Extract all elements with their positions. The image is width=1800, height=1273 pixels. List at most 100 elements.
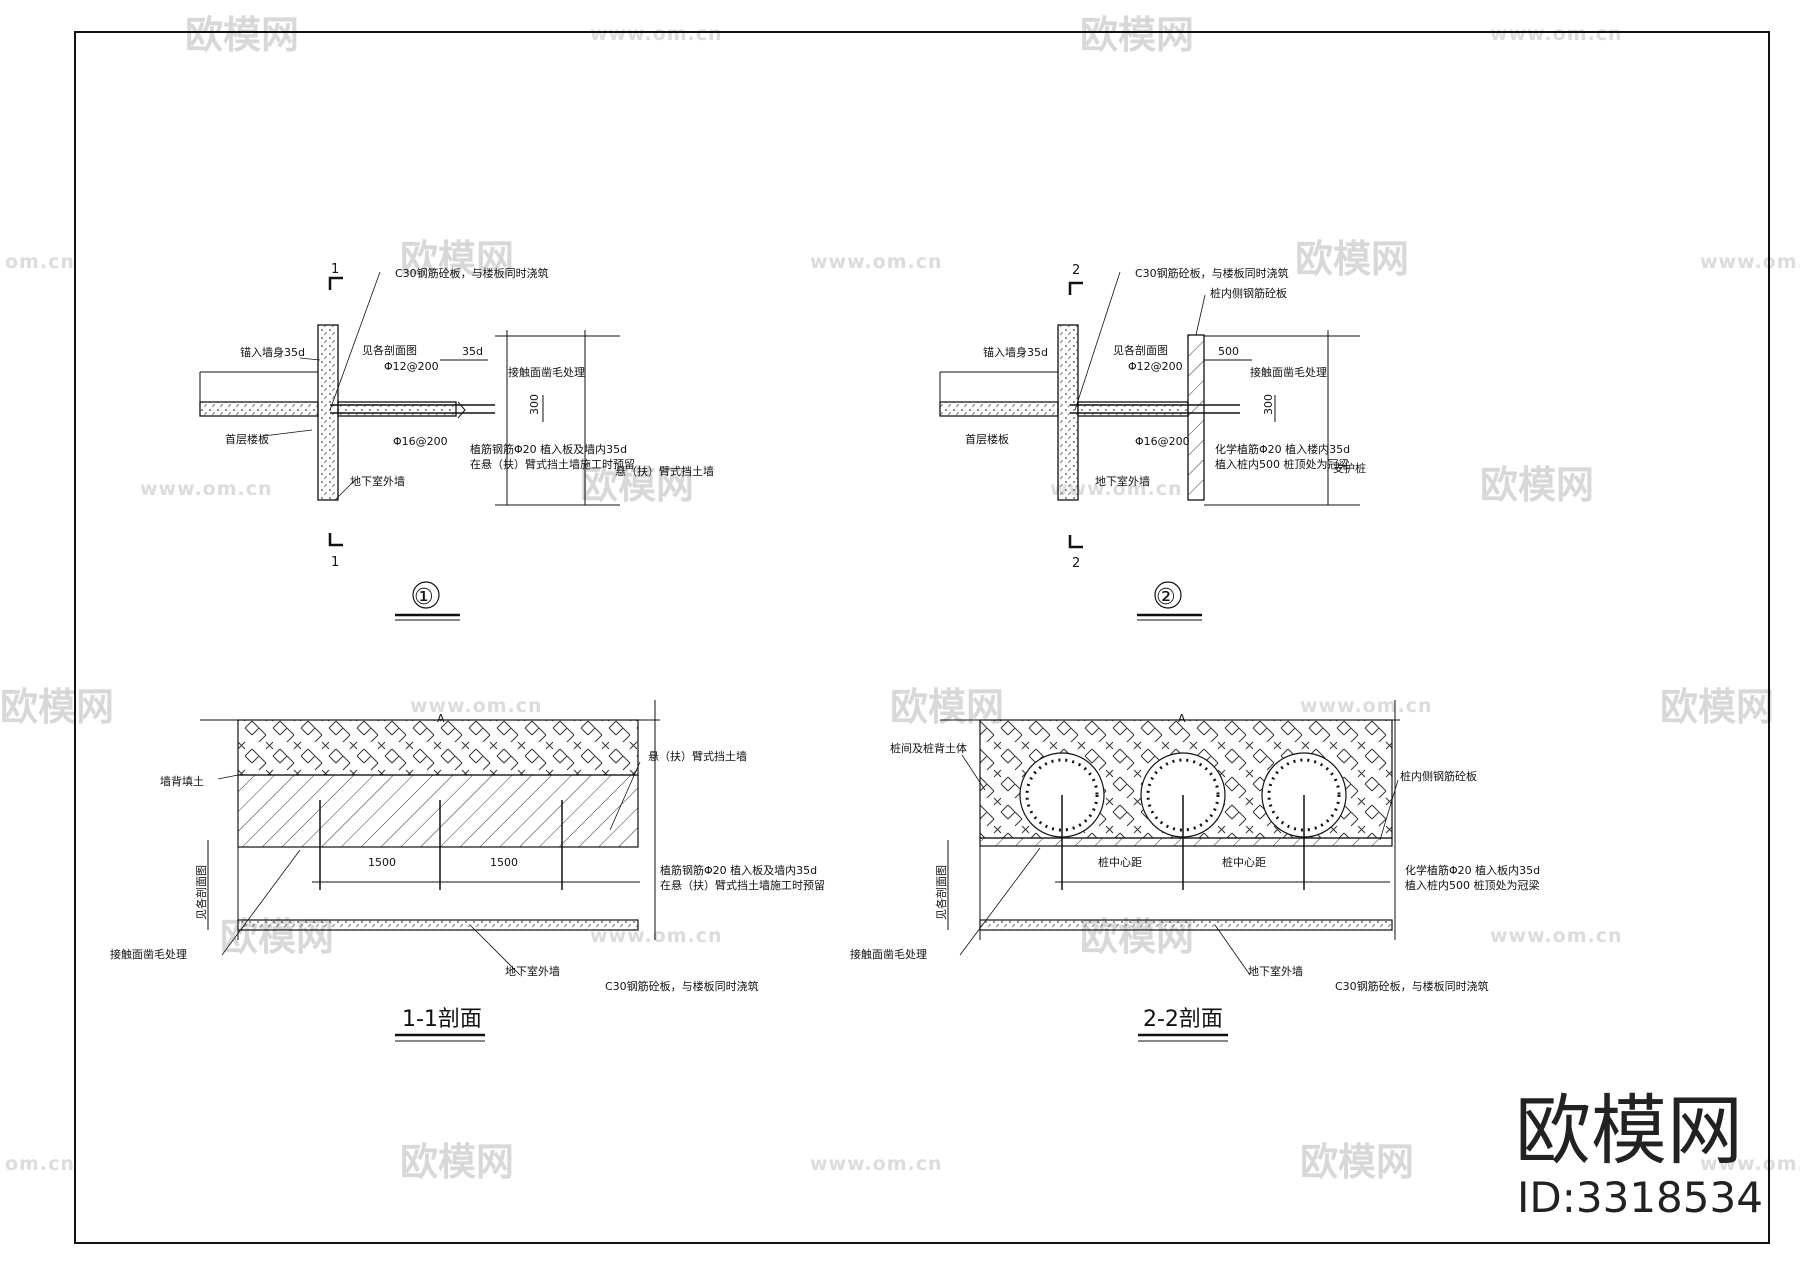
drawing-border [74, 31, 1770, 1244]
dim-500: 500 [1218, 345, 1239, 358]
label-c30-slab: C30钢筋砼板，与楼板同时浇筑 [605, 979, 759, 993]
section-1-1: 1500 1500 A 见各剖面图 墙背填土 悬（扶）臂式挡土墙 植筋钢筋Φ20… [110, 700, 825, 1042]
watermark-brand: 欧模网 [1480, 463, 1594, 507]
backfill-zone [237, 719, 639, 776]
watermark-brand: 欧模网 [1080, 13, 1194, 57]
c30-slab [979, 919, 1393, 931]
label-rebar-bottom: Φ16@200 [393, 435, 448, 448]
label-rebar-top: Φ12@200 [1128, 360, 1183, 373]
label-interface: 接触面凿毛处理 [110, 947, 187, 961]
stamp-brand: 欧模网 [1515, 1086, 1743, 1175]
label-anchor-wall: 锚入墙身35d [983, 345, 1048, 359]
label-basement-wall: 地下室外墙 [1095, 474, 1150, 488]
dim-300: 300 [528, 394, 541, 415]
watermark-brand: 欧模网 [0, 685, 114, 729]
watermark-layer: 欧模网欧模网欧模网欧模网欧模网欧模网欧模网欧模网欧模网欧模网欧模网欧模网欧模网w… [0, 13, 1800, 1184]
label-basement-wall: 地下室外墙 [350, 474, 405, 488]
dim-1500-b: 1500 [490, 856, 518, 869]
marker-a: A [1178, 712, 1186, 725]
label-rebar-top: Φ12@200 [384, 360, 439, 373]
label-plant-rebar-1: 植筋钢筋Φ20 植入板及墙内35d [660, 863, 817, 877]
label-basement-wall: 地下室外墙 [505, 964, 560, 978]
label-see-section: 见各剖面图 [362, 343, 417, 357]
watermark-url: www.om.cn [810, 1153, 943, 1175]
watermark-brand: 欧模网 [580, 463, 694, 507]
label-pile-spacing-b: 桩中心距 [1222, 855, 1266, 869]
label-c30-slab: C30钢筋砼板，与楼板同时浇筑 [1335, 979, 1489, 993]
label-pile-spacing-a: 桩中心距 [1098, 855, 1142, 869]
watermark-url-partial: om.cn [5, 251, 75, 273]
detail-1-number: ① [414, 585, 434, 610]
watermark-url: www.om.cn [140, 478, 273, 500]
watermark-url: www.om.cn [1490, 23, 1623, 45]
pile-inner-slab [1187, 334, 1205, 501]
label-plant-rebar-1: 化学植筋Φ20 植入板内35d [1405, 863, 1540, 877]
cut-mark-1-bottom: 1 [331, 555, 339, 570]
section-2-2: 桩中心距 桩中心距 A 见各剖面图 桩间及桩背土体 桩内侧钢筋砼板 化学植筋Φ2… [850, 700, 1540, 1042]
dim-35d: 35d [462, 345, 483, 358]
watermark-brand: 欧模网 [185, 13, 299, 57]
label-interface: 接触面凿毛处理 [1250, 365, 1327, 379]
label-pile-slab: 桩内侧钢筋砼板 [1400, 769, 1477, 783]
label-plant-rebar-2: 在悬（扶）臂式挡土墙施工时预留 [470, 457, 635, 471]
label-anchor-wall: 锚入墙身35d [240, 345, 305, 359]
pile-slab-band [979, 837, 1393, 847]
stamp-id: ID:3318534 [1517, 1173, 1763, 1222]
watermark-brand: 欧模网 [1660, 685, 1774, 729]
label-first-floor: 首层楼板 [225, 432, 269, 446]
label-support-pile: 支护桩 [1333, 461, 1366, 475]
retaining-wall-zone [237, 774, 639, 848]
label-pile-soil: 桩间及桩背土体 [890, 741, 967, 755]
cut-mark-2-top: 2 [1072, 263, 1080, 278]
first-floor-slab [199, 401, 319, 417]
section-2-2-title: 2-2剖面 [1143, 1007, 1223, 1032]
watermark-url-partial: om.cn [5, 1153, 75, 1175]
c30-slab [237, 919, 639, 931]
dim-1500-a: 1500 [368, 856, 396, 869]
label-backfill: 墙背填土 [160, 774, 204, 788]
label-interface: 接触面凿毛处理 [850, 947, 927, 961]
label-retaining-wall: 悬（扶）臂式挡土墙 [648, 749, 747, 763]
watermark-url: www.om.cn [1700, 1153, 1800, 1175]
detail-1: 1 1 300 35d C30钢筋砼板，与楼板同时浇筑 锚入墙身35d 见各剖面… [199, 262, 714, 621]
marker-a: A [437, 712, 445, 725]
cut-mark-2-bottom: 2 [1072, 556, 1080, 571]
c30-slab [337, 401, 457, 417]
label-interface: 接触面凿毛处理 [508, 365, 585, 379]
watermark-url: www.om.cn [1050, 478, 1183, 500]
cut-mark-1-top: 1 [331, 262, 339, 277]
watermark-url: www.om.cn [1490, 925, 1623, 947]
label-rebar-bottom: Φ16@200 [1135, 435, 1190, 448]
watermark-brand: 欧模网 [400, 1140, 514, 1184]
label-see-section: 见各剖面图 [934, 865, 948, 920]
brand-stamp: 欧模网 ID:3318534 [1515, 1086, 1763, 1222]
label-see-section: 见各剖面图 [194, 865, 208, 920]
watermark-url: www.om.cn [1300, 695, 1433, 717]
watermark-url: www.om.cn [410, 695, 543, 717]
label-plant-rebar-1: 化学植筋Φ20 植入楼内35d [1215, 442, 1350, 456]
watermark-brand: 欧模网 [400, 237, 514, 281]
label-c30-slab: C30钢筋砼板，与楼板同时浇筑 [1135, 266, 1289, 280]
label-retaining-wall: 悬（扶）臂式挡土墙 [615, 464, 714, 478]
watermark-brand: 欧模网 [1295, 237, 1409, 281]
first-floor-slab [939, 401, 1059, 417]
label-plant-rebar-2: 植入桩内500 桩顶处为冠梁 [1405, 878, 1540, 892]
label-pile-slab: 桩内侧钢筋砼板 [1210, 286, 1287, 300]
label-plant-rebar-1: 植筋钢筋Φ20 植入板及墙内35d [470, 442, 627, 456]
label-c30-slab: C30钢筋砼板，与楼板同时浇筑 [395, 266, 549, 280]
watermark-brand: 欧模网 [1300, 1140, 1414, 1184]
detail-2-number: ② [1156, 585, 1176, 610]
label-plant-rebar-2: 在悬（扶）臂式挡土墙施工时预留 [660, 878, 825, 892]
label-basement-wall: 地下室外墙 [1248, 964, 1303, 978]
label-see-section: 见各剖面图 [1113, 343, 1168, 357]
watermark-url: www.om.cn [590, 23, 723, 45]
dim-300: 300 [1262, 394, 1275, 415]
label-first-floor: 首层楼板 [965, 432, 1009, 446]
watermark-url: www.om.cn [1700, 251, 1800, 273]
detail-2: 2 2 300 C30钢筋砼板，与楼板同时浇筑 桩内侧钢筋砼板 锚入墙身35d … [939, 263, 1366, 621]
section-1-1-title: 1-1剖面 [402, 1007, 482, 1032]
label-plant-rebar-2: 植入桩内500 桩顶处为冠梁 [1215, 457, 1350, 471]
watermark-url: www.om.cn [810, 251, 943, 273]
c30-slab [1077, 401, 1189, 417]
